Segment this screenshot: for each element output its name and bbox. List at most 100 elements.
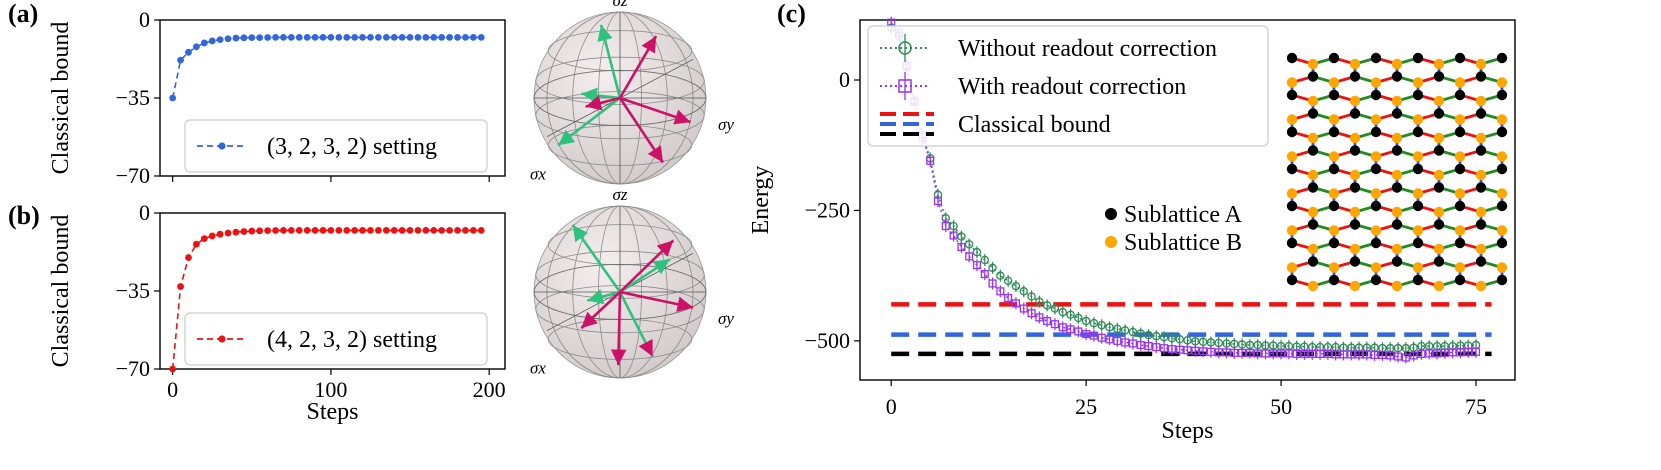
sublattice-b-site: [1391, 132, 1403, 144]
data-point: [374, 226, 382, 234]
data-point: [295, 226, 303, 234]
data-point: [390, 33, 398, 41]
data-point: [177, 283, 184, 290]
sublattice-a-site: [1370, 52, 1382, 64]
data-point: [280, 226, 287, 234]
sublattice-a-site: [1475, 108, 1487, 119]
data-point: [980, 255, 990, 265]
sublattice-legend-marker: [1105, 208, 1117, 220]
data-point: [462, 226, 469, 234]
sublattice-b-site: [1475, 169, 1487, 181]
data-point: [1011, 281, 1021, 291]
data-point: [169, 94, 177, 102]
data-point: [414, 226, 422, 234]
data-point: [1113, 324, 1122, 334]
sigma-y-label: σy: [718, 115, 734, 134]
sublattice-a-site: [1496, 89, 1508, 101]
sublattice-a-site: [1286, 89, 1298, 101]
data-point: [1362, 350, 1371, 359]
sigma-x-label: σx: [530, 165, 546, 184]
y-tick-label: 0: [839, 67, 850, 92]
data-point: [295, 33, 303, 41]
sublattice-b-site: [1475, 58, 1487, 70]
sublattice-a-site: [1433, 71, 1445, 82]
sublattice-b-site: [1328, 262, 1340, 273]
data-point: [264, 227, 272, 235]
data-point: [1105, 323, 1114, 332]
y-tick-label: 0: [139, 7, 150, 32]
data-point: [398, 33, 406, 41]
legend-marker: [898, 41, 912, 55]
sublattice-a-site: [1370, 200, 1382, 212]
data-point: [1183, 346, 1192, 355]
data-point: [343, 226, 351, 234]
sublattice-a-site: [1349, 219, 1361, 230]
data-point: [1136, 329, 1145, 338]
legend-marker: [898, 79, 912, 93]
data-point: [224, 229, 232, 237]
data-point: [1401, 353, 1410, 362]
data-point: [1245, 348, 1254, 357]
data-point: [185, 254, 192, 261]
state-vector: [571, 224, 622, 293]
sublattice-a-site: [1433, 108, 1445, 119]
sublattice-b-site: [1328, 77, 1340, 88]
sublattice-b-site: [1307, 132, 1319, 144]
data-point: [469, 226, 477, 234]
data-point: [240, 34, 248, 42]
sublattice-b-site: [1475, 132, 1487, 144]
sublattice-a-site: [1370, 274, 1382, 286]
data-point: [351, 226, 359, 234]
lattice-inset: [1286, 52, 1508, 292]
data-point: [941, 222, 950, 231]
data-point: [248, 34, 256, 42]
data-point: [311, 33, 319, 41]
data-point: [208, 232, 216, 240]
data-point: [169, 365, 177, 373]
sublattice-a-site: [1307, 219, 1319, 230]
data-point: [454, 33, 461, 41]
data-point: [1144, 342, 1153, 351]
sublattice-a-site: [1475, 71, 1487, 82]
legend-marker: [218, 142, 226, 150]
sublattice-b-site: [1475, 95, 1487, 107]
sublattice-b-site: [1349, 132, 1361, 144]
data-point: [996, 287, 1005, 296]
data-point: [430, 33, 438, 41]
data-point: [1269, 349, 1278, 358]
sublattice-a-site: [1370, 126, 1382, 138]
data-point: [972, 261, 982, 270]
data-point: [359, 226, 366, 234]
data-point: [1386, 351, 1395, 360]
data-point: [1393, 352, 1403, 361]
sigma-z-label: σz: [613, 185, 628, 204]
sublattice-b-site: [1454, 262, 1466, 273]
data-point: [1074, 313, 1083, 323]
data-point: [1105, 335, 1114, 344]
data-point: [256, 227, 264, 235]
sublattice-b-site: [1286, 151, 1298, 162]
data-point: [1113, 336, 1122, 345]
sublattice-a-site: [1496, 163, 1508, 175]
sublattice-b-site: [1496, 188, 1508, 199]
sublattice-b-site: [1370, 151, 1382, 162]
sublattice-a-site: [1370, 237, 1382, 249]
sublattice-a-site: [1328, 89, 1340, 101]
data-point: [1003, 276, 1013, 286]
data-point: [972, 247, 982, 257]
sublattice-b-site: [1286, 225, 1298, 236]
x-axis-label: Steps: [306, 399, 358, 425]
sublattice-b-site: [1454, 188, 1466, 199]
sublattice-a-site: [1307, 71, 1319, 82]
series-line: [171, 229, 482, 370]
sublattice-b-site: [1496, 114, 1508, 125]
data-point: [335, 226, 343, 234]
data-point: [1082, 330, 1091, 339]
data-point: [1019, 304, 1028, 313]
sublattice-b-site: [1391, 206, 1403, 218]
state-vector: [586, 289, 621, 305]
sublattice-a-site: [1286, 126, 1298, 138]
sublattice-a-site: [1412, 126, 1424, 138]
